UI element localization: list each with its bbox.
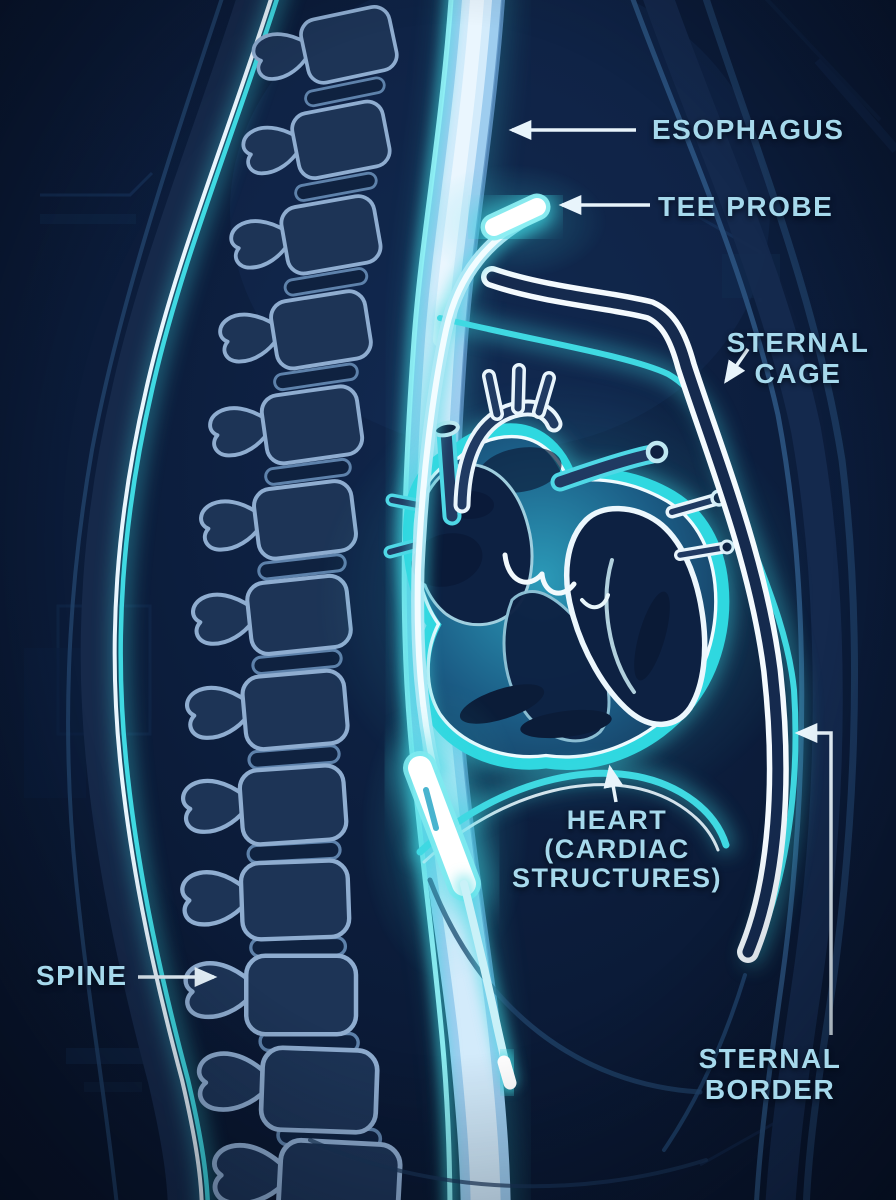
label-sternal-border-line2: BORDER xyxy=(704,1074,836,1105)
label-sternal-cage-line1: STERNAL xyxy=(726,327,870,358)
label-sternal-cage: STERNAL CAGE xyxy=(698,327,896,389)
label-esophagus: ESOPHAGUS xyxy=(652,114,845,145)
label-heart: HEART (CARDIAC STRUCTURES) xyxy=(492,806,742,893)
label-heart-line1: HEART xyxy=(566,805,668,835)
label-heart-line3: STRUCTURES) xyxy=(512,863,722,893)
label-sternal-border-line1: STERNAL xyxy=(698,1043,842,1074)
label-spine: SPINE xyxy=(36,960,128,991)
label-tee-probe: TEE PROBE xyxy=(658,191,834,222)
label-heart-line2: (CARDIAC xyxy=(544,834,690,864)
label-sternal-border: STERNAL BORDER xyxy=(666,1043,874,1105)
label-sternal-cage-line2: CAGE xyxy=(754,358,842,389)
